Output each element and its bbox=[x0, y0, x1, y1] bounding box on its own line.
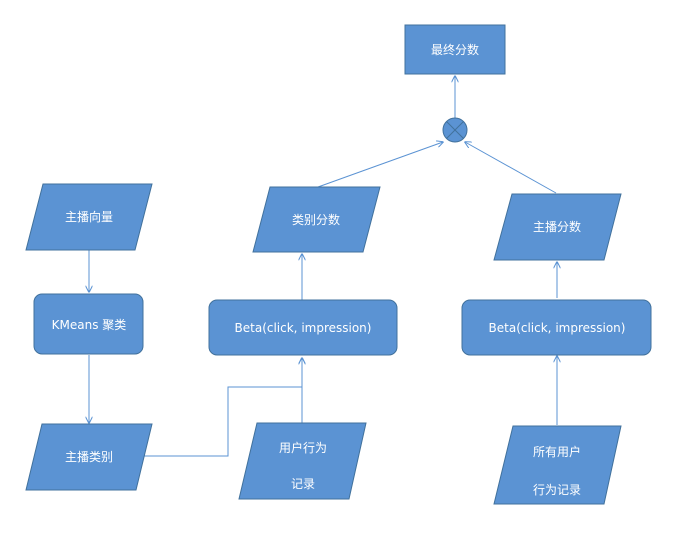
kmeans-label: KMeans 聚类 bbox=[52, 318, 127, 332]
user-behavior-label-line2: 记录 bbox=[291, 477, 315, 491]
user-behavior-label-line1: 用户行为 bbox=[279, 440, 327, 455]
edge-anchor-score-to-multiply bbox=[465, 142, 557, 194]
multiply-operator bbox=[442, 117, 468, 143]
beta-left-node: Beta(click, impression) bbox=[208, 299, 398, 356]
beta-right-node: Beta(click, impression) bbox=[461, 299, 652, 356]
anchor-score-label: 主播分数 bbox=[533, 219, 581, 234]
anchor-vector-label: 主播向量 bbox=[65, 209, 113, 224]
category-score-label: 类别分数 bbox=[292, 212, 340, 227]
beta-left-label: Beta(click, impression) bbox=[235, 321, 372, 335]
final-score-node: 最终分数 bbox=[404, 24, 506, 75]
category-score-node: 类别分数 bbox=[252, 186, 381, 253]
final-score-label: 最终分数 bbox=[431, 42, 479, 57]
anchor-category-label: 主播类别 bbox=[65, 450, 113, 464]
anchor-category-node: 主播类别 bbox=[25, 423, 153, 491]
edge-category-score-to-multiply bbox=[317, 142, 443, 188]
anchor-vector-node: 主播向量 bbox=[25, 183, 153, 251]
all-users-behavior-node: 所有用户 行为记录 bbox=[493, 425, 622, 505]
connectors bbox=[89, 76, 557, 457]
all-users-label-line2: 行为记录 bbox=[533, 483, 581, 497]
anchor-score-node: 主播分数 bbox=[493, 193, 622, 261]
all-users-label-line1: 所有用户 bbox=[533, 444, 581, 459]
beta-right-label: Beta(click, impression) bbox=[489, 321, 626, 335]
user-behavior-node: 用户行为 记录 bbox=[238, 422, 367, 500]
kmeans-node: KMeans 聚类 bbox=[33, 293, 144, 355]
